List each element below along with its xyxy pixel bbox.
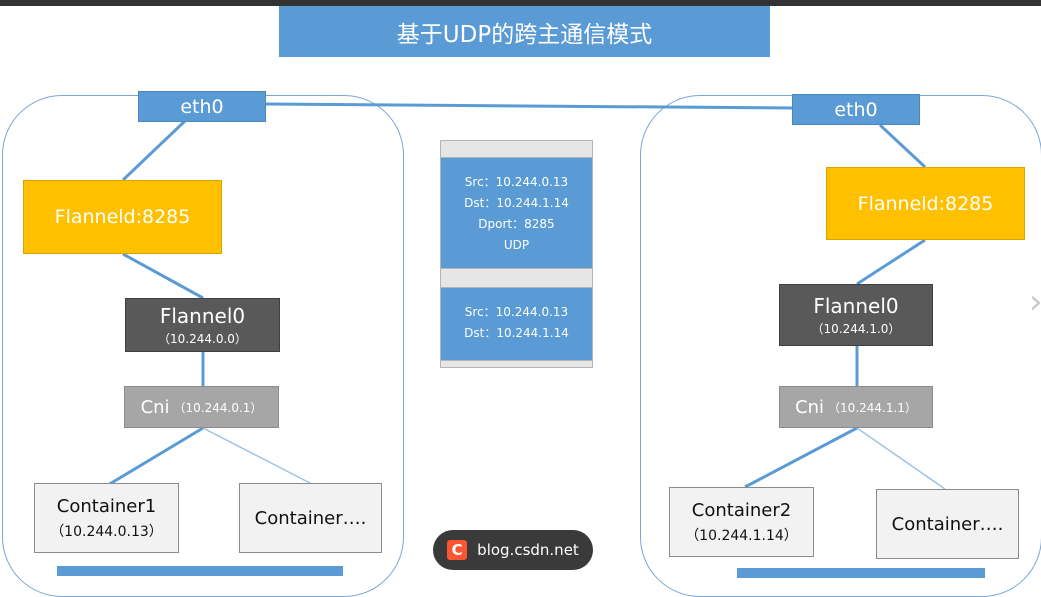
right-cni-label: Cni	[795, 396, 825, 418]
left-flannel0-box: Flannel0 （10.244.0.0）	[125, 298, 280, 352]
left-cni-ip: （10.244.0.1）	[173, 400, 263, 415]
left-container1-ip: （10.244.0.13）	[50, 523, 163, 540]
connector-lines	[107, 102, 946, 490]
packet-inner-dst: Dst：10.244.1.14	[464, 326, 569, 340]
right-eth0-interface: eth0	[792, 94, 920, 125]
right-flanneld-label: Flanneld:8285	[857, 192, 994, 215]
right-container-more-label: Container….	[891, 513, 1004, 535]
right-cni-ip: （10.244.1.1）	[828, 400, 917, 415]
packet-inner-src: Src：10.244.0.13	[464, 305, 569, 319]
csdn-watermark-badge[interactable]: C blog.csdn.net	[433, 530, 593, 570]
left-flanneld-box: Flanneld:8285	[23, 180, 222, 254]
left-flanneld-label: Flanneld:8285	[54, 206, 191, 228]
packet-outer-header: Src：10.244.0.13 Dst：10.244.1.14 Dport：82…	[440, 158, 593, 268]
right-flannel0-box: Flannel0 （10.244.1.0）	[779, 284, 933, 346]
right-cni-box: Cni （10.244.1.1）	[779, 386, 933, 428]
right-flanneld-box: Flanneld:8285	[826, 167, 1025, 240]
left-container-more-label: Container….	[254, 507, 367, 529]
packet-header-strip	[440, 140, 593, 158]
diagram-title: 基于UDP的跨主通信模式	[279, 6, 770, 57]
right-container-more-box: Container….	[876, 489, 1019, 559]
csdn-watermark-text: blog.csdn.net	[477, 541, 579, 559]
packet-footer-strip	[440, 360, 593, 368]
left-container1-label: Container1	[56, 495, 157, 517]
left-container-more-box: Container….	[239, 483, 382, 553]
packet-outer-protocol: UDP	[503, 238, 530, 252]
right-container2-ip: （10.244.1.14）	[685, 527, 798, 544]
csdn-logo-icon: C	[447, 540, 468, 560]
left-node-label-bar	[57, 566, 343, 576]
right-container2-box: Container2 （10.244.1.14）	[669, 487, 814, 557]
left-flannel0-label: Flannel0	[159, 303, 246, 328]
packet-outer-dst: Dst：10.244.1.14	[464, 196, 569, 210]
left-eth0-interface: eth0	[138, 91, 266, 122]
left-container1-box: Container1 （10.244.0.13）	[34, 483, 179, 553]
chevron-right-icon[interactable]: ›	[1029, 280, 1041, 325]
packet-separator-strip	[440, 268, 593, 288]
packet-outer-dport: Dport：8285	[478, 217, 555, 231]
packet-inner-header: Src：10.244.0.13 Dst：10.244.1.14	[440, 288, 593, 360]
left-flannel0-ip: （10.244.0.0）	[158, 331, 247, 346]
left-cni-box: Cni （10.244.0.1）	[124, 386, 279, 428]
right-eth0-label: eth0	[834, 98, 878, 121]
right-flannel0-ip: （10.244.1.0）	[811, 321, 901, 336]
right-flannel0-label: Flannel0	[813, 293, 899, 318]
left-cni-label: Cni	[140, 396, 170, 418]
top-bar	[0, 0, 1041, 6]
packet-outer-src: Src：10.244.0.13	[464, 175, 569, 189]
right-node-label-bar	[737, 568, 985, 578]
left-eth0-label: eth0	[180, 95, 224, 118]
right-container2-label: Container2	[691, 499, 792, 521]
